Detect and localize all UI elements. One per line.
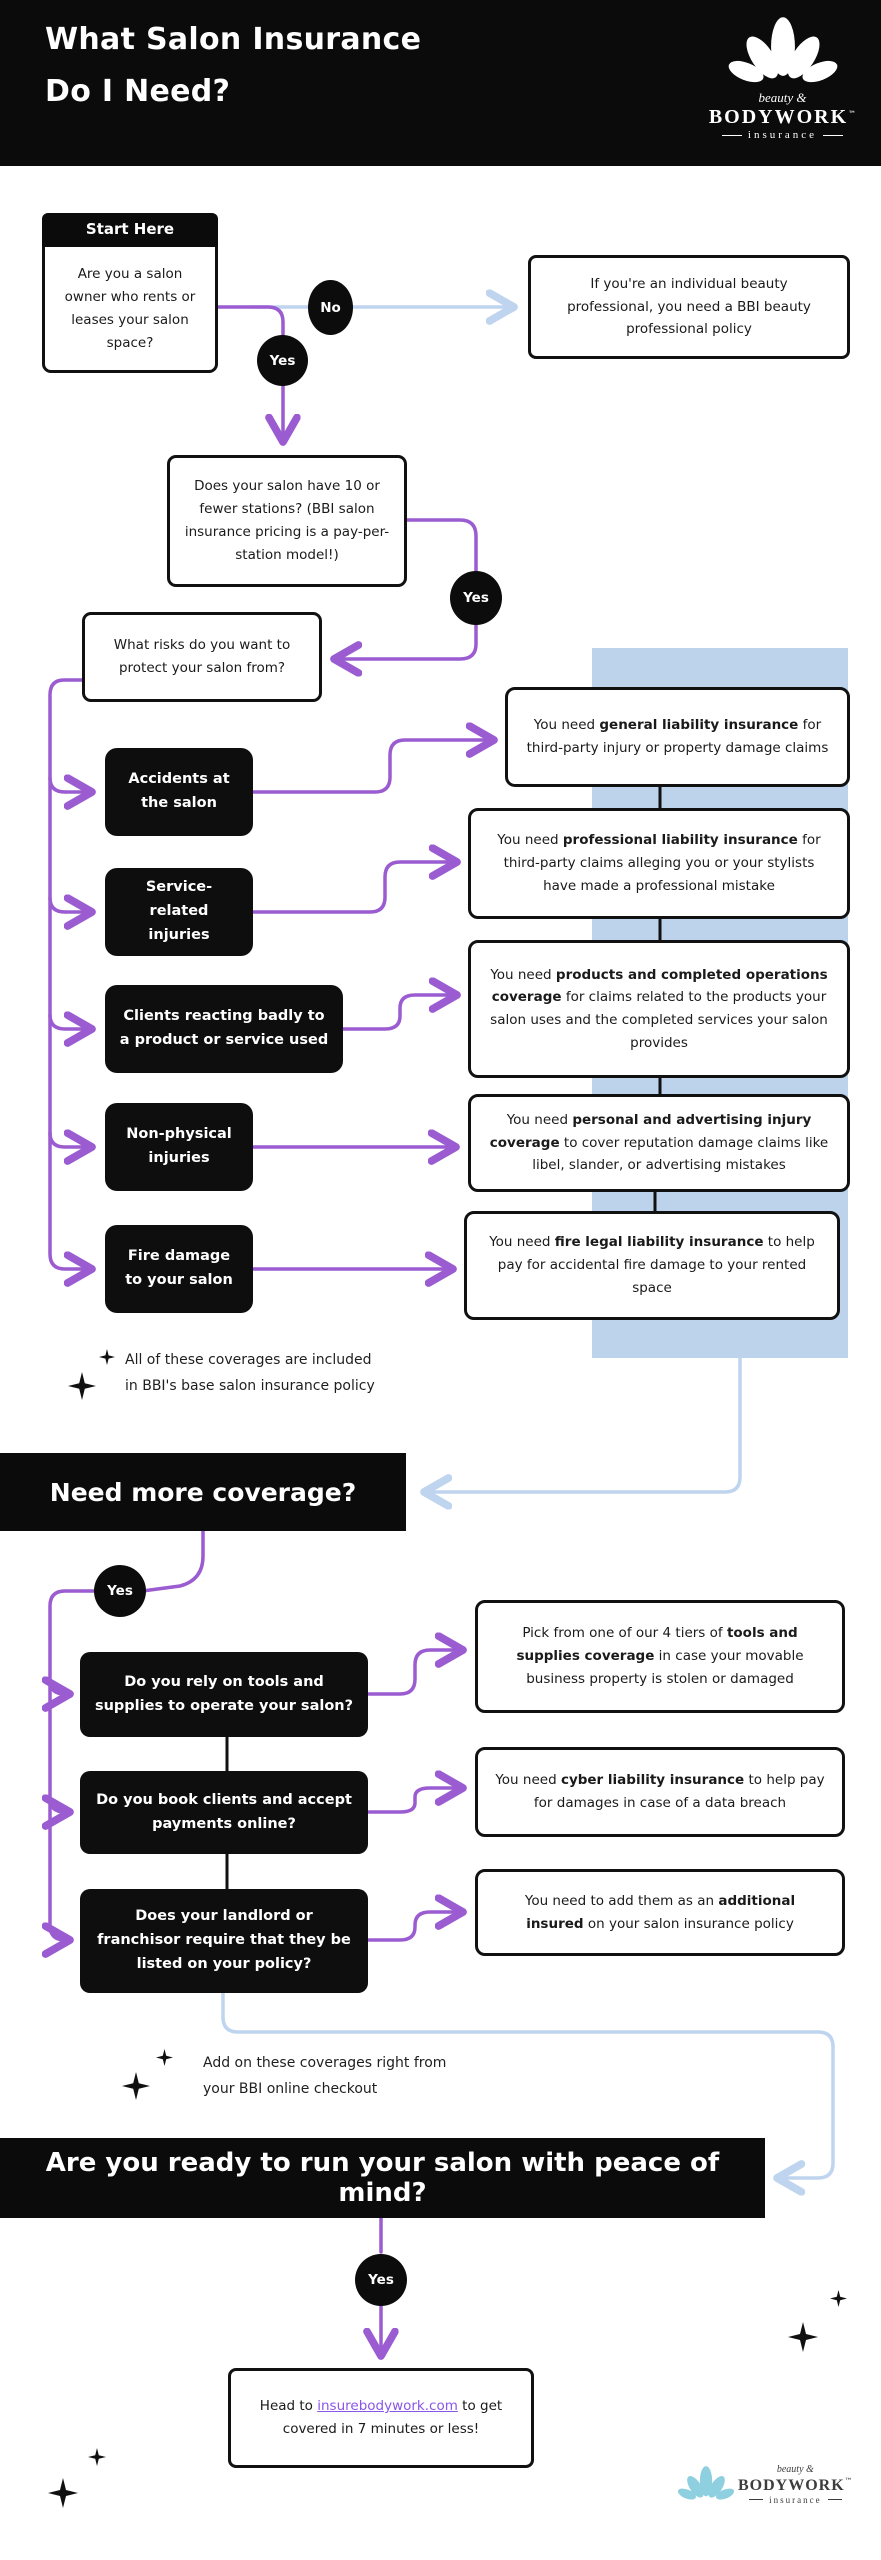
- start-here-label: Start Here: [42, 213, 218, 247]
- result-professional-liability-box: You need professional liability insuranc…: [468, 808, 850, 919]
- result-tools-supplies-text: Pick from one of our 4 tiers of tools an…: [516, 1625, 804, 1687]
- risk-accidents-label: Accidents at the salon: [128, 771, 230, 811]
- risk-service-injuries-box: Service-related injuries: [105, 868, 253, 956]
- result-cyber-liability-text: You need cyber liability insurance to he…: [495, 1772, 825, 1811]
- result-products-operations-box: You need products and completed operatio…: [468, 940, 850, 1078]
- risk-accidents-box: Accidents at the salon: [105, 748, 253, 836]
- risks-question-text: What risks do you want to protect your s…: [113, 637, 291, 676]
- logo-tm: ™: [848, 109, 857, 119]
- bbi-logo-header: beauty & BODYWORK™ insurance: [700, 14, 865, 141]
- result-fire-legal-box: You need fire legal liability insurance …: [464, 1211, 840, 1320]
- lotus-icon: [678, 2466, 734, 2500]
- risk-client-reaction-box: Clients reacting badly to a product or s…: [105, 985, 343, 1073]
- bbi-logo-footer: beauty & BODYWORK™ insurance: [678, 2462, 853, 2506]
- risk-fire-box: Fire damage to your salon: [105, 1225, 253, 1313]
- logo-beauty-text: beauty &: [758, 90, 807, 105]
- footer-logo-insurance-text: insurance: [749, 2495, 841, 2505]
- risk-nonphysical-label: Non-physical injuries: [126, 1126, 232, 1166]
- base-policy-note: All of these coverages are included in B…: [125, 1348, 375, 1400]
- start-question-box: Start Here Are you a salon owner who ren…: [42, 213, 218, 373]
- result-general-liability-text: You need general liability insurance for…: [526, 717, 829, 756]
- yes-node-4: Yes: [355, 2254, 407, 2306]
- header: What Salon Insurance Do I Need? beauty &…: [0, 0, 881, 166]
- checkout-note: Add on these coverages right from your B…: [203, 2051, 446, 2103]
- page-title-line1: What Salon Insurance: [45, 22, 422, 57]
- peace-of-mind-banner-text: Are you ready to run your salon with pea…: [45, 2148, 720, 2208]
- start-question-text: Are you a salon owner who rents or lease…: [64, 266, 196, 351]
- result-professional-liability-text: You need professional liability insuranc…: [497, 832, 821, 894]
- base-policy-note-line1: All of these coverages are included: [125, 1352, 372, 1368]
- footer-logo-bodywork-text: BODYWORK: [738, 2476, 845, 2494]
- peace-of-mind-banner: Are you ready to run your salon with pea…: [0, 2138, 765, 2218]
- addon-tools-question-text: Do you rely on tools and supplies to ope…: [94, 1673, 354, 1714]
- result-fire-legal-text: You need fire legal liability insurance …: [489, 1234, 815, 1296]
- addon-payments-question-box: Do you book clients and accept payments …: [80, 1771, 368, 1854]
- risk-fire-label: Fire damage to your salon: [125, 1248, 233, 1288]
- lotus-icon: [728, 17, 837, 83]
- final-cta-box: Head to insurebodywork.com to get covere…: [228, 2368, 534, 2468]
- footer-logo-beauty-text: beauty &: [776, 2463, 814, 2475]
- addon-tools-question-box: Do you rely on tools and supplies to ope…: [80, 1652, 368, 1737]
- result-additional-insured-box: You need to add them as an additional in…: [475, 1869, 845, 1956]
- more-coverage-banner-text: Need more coverage?: [49, 1477, 357, 1507]
- risk-service-injuries-label: Service-related injuries: [145, 879, 213, 943]
- insurebodywork-link[interactable]: insurebodywork.com: [317, 2398, 458, 2415]
- yes-node-2: Yes: [450, 571, 502, 625]
- more-coverage-banner: Need more coverage?: [0, 1453, 406, 1531]
- logo-bodywork-text: BODYWORK: [708, 106, 849, 128]
- risk-nonphysical-box: Non-physical injuries: [105, 1103, 253, 1191]
- risks-question-box: What risks do you want to protect your s…: [82, 612, 322, 702]
- stations-question-text: Does your salon have 10 or fewer station…: [184, 478, 390, 563]
- risk-client-reaction-label: Clients reacting badly to a product or s…: [119, 1008, 329, 1048]
- result-general-liability-box: You need general liability insurance for…: [505, 687, 850, 787]
- result-cyber-liability-box: You need cyber liability insurance to he…: [475, 1747, 845, 1837]
- result-products-operations-text: You need products and completed operatio…: [490, 966, 828, 1051]
- checkout-note-line2: your BBI online checkout: [203, 2080, 378, 2097]
- result-personal-advertising-text: You need personal and advertising injury…: [489, 1111, 829, 1174]
- result-additional-insured-text: You need to add them as an additional in…: [524, 1892, 796, 1932]
- base-policy-note-line2: in BBI's base salon insurance policy: [125, 1377, 375, 1394]
- page-title-line2: Do I Need?: [45, 74, 231, 109]
- no-node: No: [308, 280, 353, 335]
- addon-landlord-question-text: Does your landlord or franchisor require…: [97, 1908, 351, 1972]
- yes-node-1: Yes: [257, 335, 308, 386]
- final-cta-text: Head to insurebodywork.com to get covere…: [259, 2398, 503, 2437]
- logo-insurance-text: insurance: [722, 129, 843, 141]
- result-tools-supplies-box: Pick from one of our 4 tiers of tools an…: [475, 1600, 845, 1713]
- addon-payments-question-text: Do you book clients and accept payments …: [96, 1791, 352, 1832]
- stations-question-box: Does your salon have 10 or fewer station…: [167, 455, 407, 587]
- checkout-note-line1: Add on these coverages right from: [203, 2055, 447, 2071]
- footer-logo-tm: ™: [844, 2476, 853, 2486]
- individual-policy-result-text: If you're an individual beauty professio…: [567, 275, 811, 338]
- addon-landlord-question-box: Does your landlord or franchisor require…: [80, 1889, 368, 1993]
- result-personal-advertising-box: You need personal and advertising injury…: [468, 1094, 850, 1192]
- yes-node-3: Yes: [94, 1565, 146, 1617]
- individual-policy-result-box: If you're an individual beauty professio…: [528, 255, 850, 359]
